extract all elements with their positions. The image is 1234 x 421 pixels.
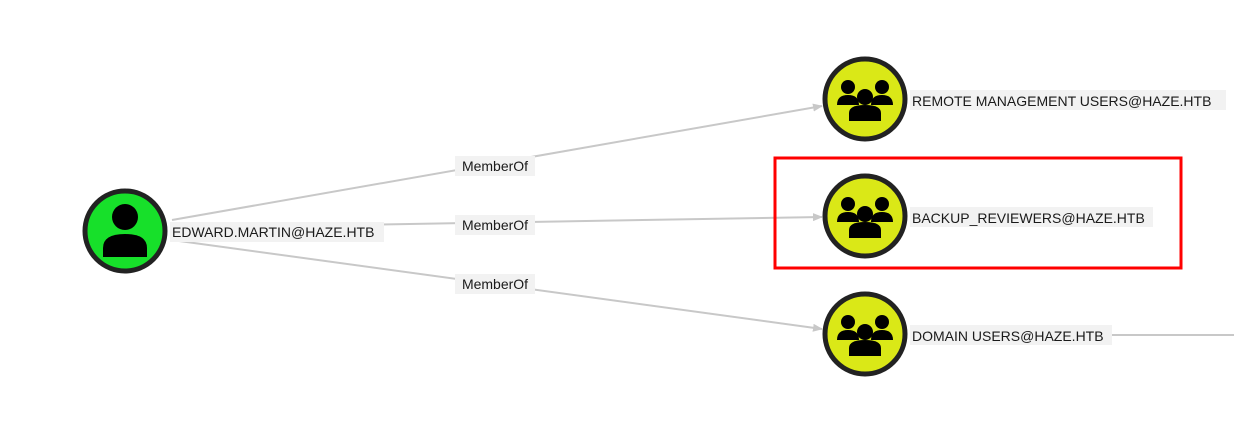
edge-label: MemberOf: [462, 158, 528, 174]
edge-label: MemberOf: [462, 276, 528, 292]
node-label: REMOTE MANAGEMENT USERS@HAZE.HTB: [912, 93, 1211, 109]
node-label: DOMAIN USERS@HAZE.HTB: [912, 328, 1104, 344]
node-group-remote-management-users[interactable]: REMOTE MANAGEMENT USERS@HAZE.HTB: [822, 56, 1226, 142]
edge-memberof-remote-management[interactable]: MemberOf: [171, 103, 823, 221]
node-user-edward-martin[interactable]: EDWARD.MARTIN@HAZE.HTB: [82, 188, 384, 274]
edge-memberof-backup-reviewers[interactable]: MemberOf: [171, 213, 823, 235]
node-group-domain-users[interactable]: DOMAIN USERS@HAZE.HTB: [822, 291, 1112, 377]
highlight-box: [773, 156, 1183, 270]
edge-memberof-domain-users[interactable]: MemberOf: [171, 239, 823, 332]
edge-label: MemberOf: [462, 217, 528, 233]
node-group-backup-reviewers[interactable]: BACKUP_REVIEWERS@HAZE.HTB: [822, 173, 1153, 259]
node-label: EDWARD.MARTIN@HAZE.HTB: [172, 224, 374, 240]
node-label: BACKUP_REVIEWERS@HAZE.HTB: [912, 210, 1145, 226]
user-icon: [103, 204, 147, 257]
